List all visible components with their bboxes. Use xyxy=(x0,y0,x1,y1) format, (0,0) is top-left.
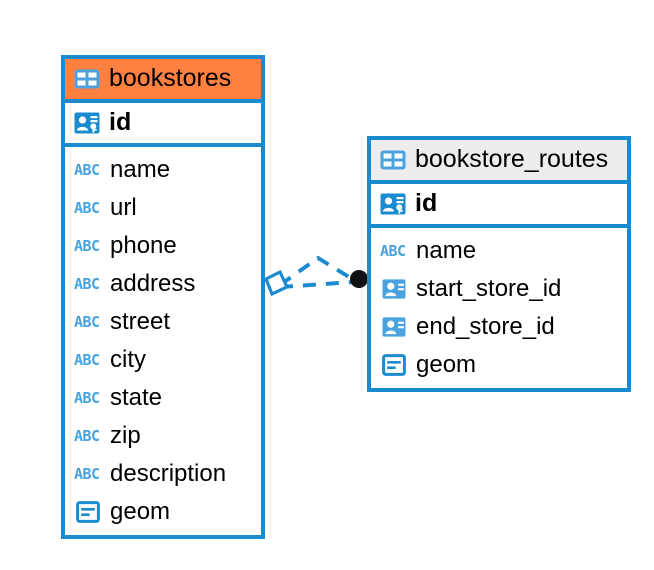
text-abc-icon: ABC xyxy=(74,350,100,369)
field-row-name[interactable]: ABC name xyxy=(371,232,627,270)
table-icon xyxy=(380,150,406,170)
foreign-key-icon xyxy=(380,278,407,300)
primary-key-label: id xyxy=(415,189,438,217)
field-list-bookstore-routes: ABC name start_store_id xyxy=(371,228,627,388)
field-label: zip xyxy=(110,422,141,449)
field-label: street xyxy=(110,308,171,335)
text-abc-icon: ABC xyxy=(380,241,406,260)
primary-key-label: id xyxy=(109,108,132,136)
text-abc-icon: ABC xyxy=(74,198,100,217)
entity-name-label: bookstore_routes xyxy=(415,145,609,173)
field-row-url[interactable]: ABC url xyxy=(65,189,261,227)
field-label: state xyxy=(110,384,163,411)
field-row-description[interactable]: ABC description xyxy=(65,455,261,493)
field-label: city xyxy=(110,346,146,373)
primary-key-row-bookstore-routes[interactable]: id xyxy=(371,180,627,228)
text-abc-icon: ABC xyxy=(74,388,100,407)
field-row-end-store-id[interactable]: end_store_id xyxy=(371,308,627,346)
diamond-icon xyxy=(263,269,290,297)
field-row-phone[interactable]: ABC phone xyxy=(65,227,261,265)
field-row-state[interactable]: ABC state xyxy=(65,379,261,417)
geometry-icon xyxy=(74,501,101,523)
primary-key-row-bookstores[interactable]: id xyxy=(65,99,261,147)
field-label: description xyxy=(110,460,227,487)
entity-bookstore-routes[interactable]: bookstore_routes id ABC name xyxy=(367,136,631,392)
field-label: geom xyxy=(110,498,171,525)
field-label: geom xyxy=(416,351,477,378)
primary-key-icon xyxy=(380,192,406,216)
entity-header-bookstore-routes[interactable]: bookstore_routes xyxy=(371,140,627,180)
filled-circle-icon xyxy=(350,270,368,288)
field-row-name[interactable]: ABC name xyxy=(65,151,261,189)
field-label: phone xyxy=(110,232,177,259)
relationship-line-upper xyxy=(278,255,356,287)
field-row-city[interactable]: ABC city xyxy=(65,341,261,379)
table-icon xyxy=(74,69,100,89)
relationship-line-lower xyxy=(279,280,355,289)
entity-bookstores[interactable]: bookstores id ABC name xyxy=(61,55,265,539)
entity-name-label: bookstores xyxy=(109,64,232,92)
field-row-start-store-id[interactable]: start_store_id xyxy=(371,270,627,308)
text-abc-icon: ABC xyxy=(74,312,100,331)
field-label: end_store_id xyxy=(416,313,555,340)
field-label: address xyxy=(110,270,196,297)
entity-header-bookstores[interactable]: bookstores xyxy=(65,59,261,99)
field-list-bookstores: ABC name ABC url ABC phone ABC address A… xyxy=(65,147,261,535)
text-abc-icon: ABC xyxy=(74,464,100,483)
field-row-street[interactable]: ABC street xyxy=(65,303,261,341)
field-row-geom[interactable]: geom xyxy=(371,346,627,384)
geometry-icon xyxy=(380,354,407,376)
foreign-key-icon xyxy=(380,316,407,338)
field-row-address[interactable]: ABC address xyxy=(65,265,261,303)
text-abc-icon: ABC xyxy=(74,236,100,255)
field-label: url xyxy=(110,194,137,221)
field-label: name xyxy=(416,237,477,264)
field-label: start_store_id xyxy=(416,275,562,302)
text-abc-icon: ABC xyxy=(74,160,100,179)
text-abc-icon: ABC xyxy=(74,274,100,293)
field-row-zip[interactable]: ABC zip xyxy=(65,417,261,455)
field-label: name xyxy=(110,156,171,183)
text-abc-icon: ABC xyxy=(74,426,100,445)
field-row-geom[interactable]: geom xyxy=(65,493,261,531)
primary-key-icon xyxy=(74,111,100,135)
